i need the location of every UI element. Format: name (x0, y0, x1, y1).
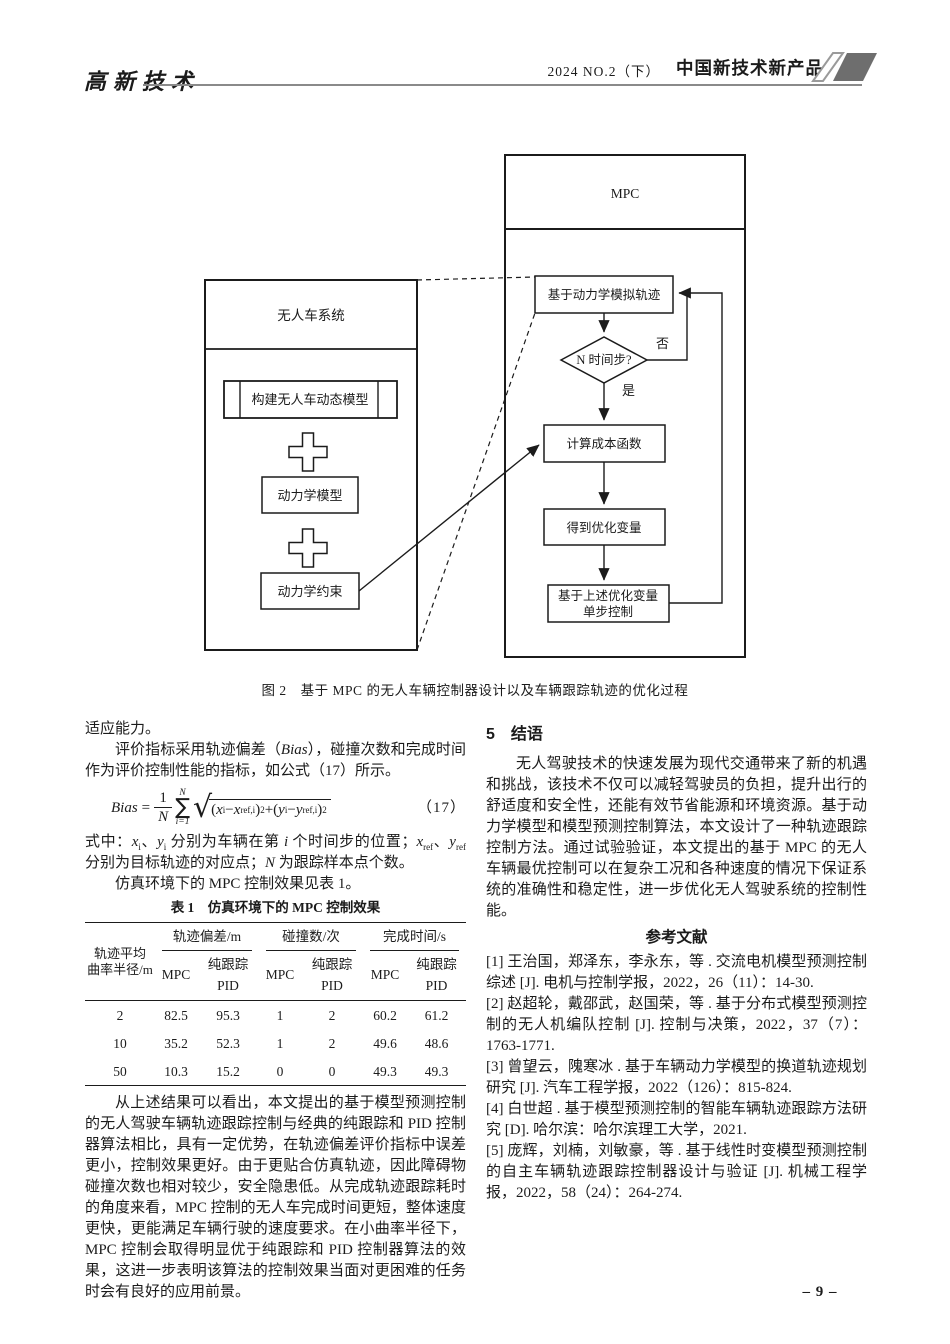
reference-item: [1] 王治国，郑泽东，李永东，等 . 交流电机模型预测控制综述 [J]. 电机… (486, 954, 867, 991)
logo-light-shape (811, 52, 845, 82)
single-step-label-line2: 单步控制 (583, 605, 633, 619)
figure-caption: 图 2 基于 MPC 的无人车辆控制器设计以及车辆跟踪轨迹的优化过程 (261, 683, 689, 698)
dynamics-model-label: 动力学模型 (277, 488, 342, 503)
single-step-box (547, 584, 670, 623)
optimization-vars-label: 得到优化变量 (566, 520, 641, 535)
summation: N ∑ i=1 (175, 788, 190, 827)
table-row: 10 35.2 52.3 1 2 49.6 48.6 (113, 1035, 449, 1051)
vehicle-system-title: 无人车系统 (277, 307, 345, 323)
right-column: 5 结语 无人驾驶技术的快速发展为现代交通带来了新的机遇和挑战，该技术不仅可以减… (486, 724, 867, 1204)
plus-icon (288, 528, 328, 568)
dashed-link-top (416, 276, 536, 281)
optimization-vars-box (543, 508, 666, 546)
mpc-title: MPC (611, 186, 640, 201)
decision-label: N 时间步? (576, 353, 632, 367)
dashed-link-diagonal (416, 312, 536, 651)
simulate-trajectory-box (534, 275, 674, 314)
issue-label: 2024 NO.2（下） (547, 64, 660, 79)
results-table: 轨迹平均 曲率半径/m 轨迹偏差/m 碰撞数/次 完成时间/s MPC 纯跟踪P… (85, 921, 467, 1086)
section-label: 高新技术 (84, 69, 201, 95)
subheader-pid: 纯跟踪PID (407, 951, 467, 1001)
left-column: 适应能力。 评价指标采用轨迹偏差（Bias），碰撞次数和完成时间作为评价控制性能… (85, 719, 467, 1303)
page-number: – 9 – (802, 1284, 838, 1300)
cost-function-box (543, 424, 666, 463)
subheader-pid: 纯跟踪PID (197, 951, 260, 1001)
subheader-pid: 纯跟踪PID (301, 951, 364, 1001)
build-model-box (223, 380, 398, 419)
section-heading: 5 结语 (486, 726, 543, 743)
table-row-header: 轨迹平均 曲率半径/m (85, 922, 155, 1001)
yes-label: 是 (622, 383, 635, 398)
group-header-deviation: 轨迹偏差/m (155, 922, 259, 952)
paragraph-table-reference: 仿真环境下的 MPC 控制效果见表 1。 (115, 875, 361, 892)
paragraph-continuation: 适应能力。 (85, 721, 161, 737)
constraint-to-cost-arrow (358, 444, 540, 592)
mpc-box (504, 154, 746, 658)
dynamics-constraint-label: 动力学约束 (277, 584, 342, 599)
simulate-trajectory-label: 基于动力学模拟轨迹 (548, 287, 661, 302)
subheader-mpc: MPC (155, 951, 197, 1001)
table-row: 2 82.5 95.3 1 2 60.2 61.2 (116, 1007, 449, 1023)
group-header-time: 完成时间/s (363, 922, 466, 952)
header-rule (143, 84, 862, 86)
equation-number: （17） (416, 799, 466, 816)
build-model-label: 构建无人车动态模型 (251, 392, 368, 407)
single-step-label-line1: 基于上述优化变量 (558, 588, 658, 603)
fraction: 1 N (154, 790, 173, 827)
step-loop-line (669, 287, 723, 604)
reference-item: [3] 曾望云，隗寒冰 . 基于车辆动力学模型的换道轨迹规划研究 [J]. 汽车… (486, 1059, 867, 1096)
dynamics-constraint-box (260, 572, 360, 610)
reference-item: [2] 赵超轮，戴邵武，赵国荣，等 . 基于分布式模型预测控制的无人机编队控制 … (486, 996, 867, 1054)
reference-item: [5] 庞辉，刘楠，刘敏豪，等 . 基于线性时变模型预测控制的自主车辆轨迹跟踪控… (486, 1143, 867, 1201)
no-label: 否 (656, 336, 669, 351)
table-row: 50 10.3 15.2 0 0 49.3 49.3 (113, 1063, 449, 1079)
group-header-collisions: 碰撞数/次 (259, 922, 363, 952)
journal-title: 中国新技术新产品 (676, 58, 824, 78)
references-heading: 参考文献 (645, 929, 708, 946)
figure-diagram: 无人车系统 构建无人车动态模型 动力学模型 动力学约束 MPC 基于动力学模拟轨… (204, 154, 746, 658)
paragraph-discussion: 从上述结果可以看出，本文提出的基于模型预测控制的无人驾驶车辆轨迹跟踪控制与经典的… (85, 1094, 466, 1300)
subheader-mpc: MPC (259, 951, 302, 1001)
cost-function-label: 计算成本函数 (566, 436, 642, 451)
reference-item: [4] 白世超 . 基于模型预测控制的智能车辆轨迹跟踪方法研究 [D]. 哈尔滨… (486, 1101, 867, 1138)
journal-logo-icon (811, 52, 877, 82)
table-title: 表 1 仿真环境下的 MPC 控制效果 (170, 899, 381, 915)
paragraph-conclusion: 无人驾驶技术的快速发展为现代交通带来了新的机遇和挑战，该技术不仅可以减轻驾驶员的… (486, 756, 867, 919)
paragraph-variable-definitions: 式中：xi、yi 分别为车辆在第 i 个时间步的位置；xref、yref 分别为… (85, 833, 466, 871)
logo-dark-shape (833, 53, 877, 81)
subheader-mpc: MPC (363, 951, 408, 1001)
dynamics-model-box (261, 476, 359, 514)
no-loop-line (647, 293, 688, 361)
plus-icon (288, 432, 328, 472)
paragraph-metrics: 评价指标采用轨迹偏差（Bias），碰撞次数和完成时间作为评价控制性能的指标，如公… (85, 742, 466, 779)
